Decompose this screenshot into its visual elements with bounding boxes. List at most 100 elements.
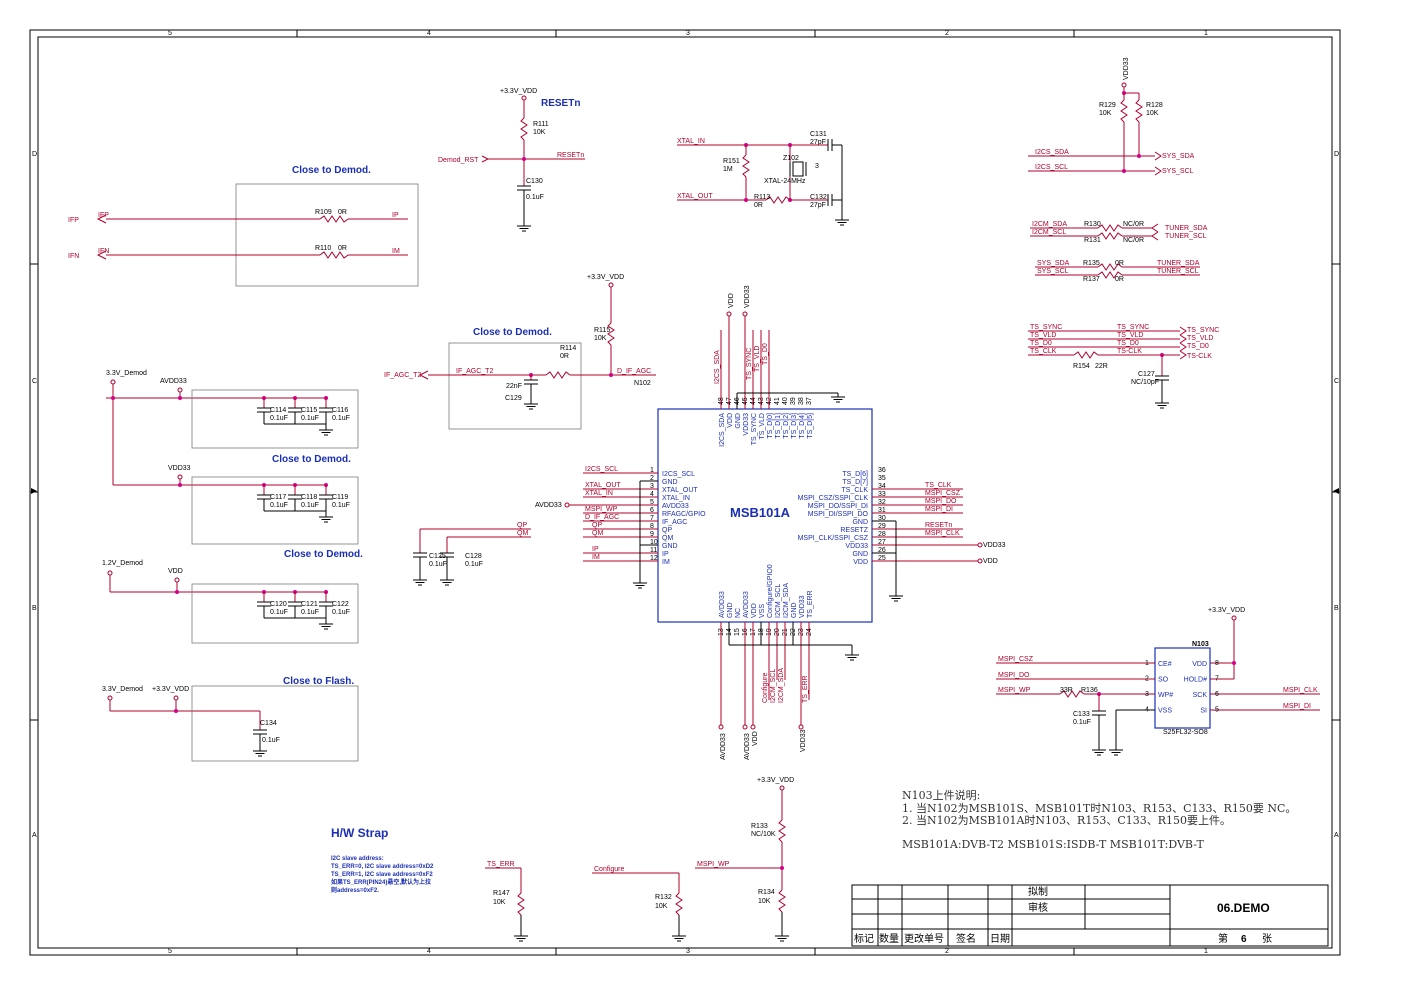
ts-m-3: TS-CLK xyxy=(1117,348,1142,355)
r136-ref: R136 xyxy=(1081,687,1098,694)
r110-ref: R110 xyxy=(315,245,331,252)
net-tuner-sda: TUNER_SDA xyxy=(1165,225,1208,232)
if-agc-block: +3.3V_VDD R115 10K Close to Demod. IF_AG… xyxy=(384,274,656,430)
flash-pin-number: 6 xyxy=(1215,691,1219,698)
flash-rnet-0: MSPI_CLK xyxy=(1283,687,1318,694)
net-if-agc-t2: IF_AGC_T2 xyxy=(384,372,421,379)
chip-pin-number: 38 xyxy=(798,397,805,405)
chip-pin-name: TS_D[1] xyxy=(775,413,782,439)
cap-ref: C114 xyxy=(270,407,286,414)
chip-pin-name: AVDD33 xyxy=(662,503,689,510)
chip-pin-name: RESETZ xyxy=(840,527,868,534)
flash-pin-number: 7 xyxy=(1215,676,1219,683)
chip-pin-name: I2CS_SCL xyxy=(662,471,695,478)
chip-pin-number: 37 xyxy=(806,397,813,405)
chip-pin-name: TS_D[0] xyxy=(767,413,774,439)
net-qp-left: QP xyxy=(517,522,527,529)
close-demod-title-3: Close to Demod. xyxy=(272,454,351,465)
net-sys-scl-out: SYS_SCL xyxy=(1162,168,1194,175)
chip-pin-name: IF_AGC xyxy=(662,519,687,526)
cap-ref: C134 xyxy=(260,720,277,727)
crystal-block: XTAL_IN R151 1M XTAL_OUT R113 0R Z102 3 … xyxy=(677,131,849,226)
tb-label-1: 数量 xyxy=(879,932,899,945)
r147-value: 10K xyxy=(493,899,506,906)
chip-pin-number: 3 xyxy=(650,483,654,490)
decoup-p1-label: 3.3V_Demod xyxy=(106,370,147,377)
cap-ref: C121 xyxy=(301,601,318,608)
hw-strap-note-line: TS_ERR=1, I2C slave address=0xF2 xyxy=(331,872,433,878)
net-qm-chip: QM xyxy=(592,530,603,537)
chip-pin-number: 40 xyxy=(782,397,789,405)
cap-ref: C119 xyxy=(332,494,348,501)
chip-pin-name: GND xyxy=(852,519,868,526)
r136-value: 33R xyxy=(1060,687,1073,694)
c131-value: 27pF xyxy=(810,139,826,146)
border-row-right: B xyxy=(1334,605,1339,612)
cap-ref: C116 xyxy=(332,407,348,414)
r109-value: 0R xyxy=(338,209,347,216)
net-tuner-scl-sys: TUNER_SCL xyxy=(1157,268,1199,275)
hw-strap-note-line: 则address=0xF2. xyxy=(331,886,379,894)
c130-value: 0.1uF xyxy=(526,194,544,201)
flash-pin-name: WP# xyxy=(1158,692,1173,699)
n102-ref: N102 xyxy=(634,380,651,387)
close-demod-title-2: Close to Demod. xyxy=(473,327,552,338)
flash-pin-name: HOLD# xyxy=(1184,677,1207,684)
net-mspi-do-chip: MSPI_DO xyxy=(925,498,957,505)
r115-value: 10K xyxy=(594,335,607,342)
net-resetn: RESETn xyxy=(557,152,584,159)
decoup-p2-label: VDD33 xyxy=(168,465,191,472)
border-row-left: C xyxy=(32,378,37,385)
avdd33-bottom-1: AVDD33 xyxy=(720,733,727,760)
cap-value: 0.1uF xyxy=(301,415,319,422)
c128-ref: C128 xyxy=(465,553,482,560)
cap-value: 0.1uF xyxy=(332,415,350,422)
chip-pin-name: TS_D[3] xyxy=(791,413,798,439)
ts-o-3: TS-CLK xyxy=(1187,353,1212,360)
chip-pin-number: 31 xyxy=(878,507,886,514)
chip-pin-name: GND xyxy=(727,602,734,618)
reset-block: +3.3V_VDD RESETn R111 10K Demod_RST RESE… xyxy=(438,88,585,232)
decoup-n4-label: +3.3V_VDD xyxy=(152,686,189,693)
net-mspi-wp-strap: MSPI_WP xyxy=(697,861,730,868)
decoup-p3-label: 1.2V_Demod xyxy=(102,560,143,567)
net-im: IM xyxy=(392,248,400,255)
c127-value: NC/10pF xyxy=(1131,379,1159,386)
r131-value: NC/0R xyxy=(1123,237,1144,244)
chip-pin-name: VDD xyxy=(727,413,734,428)
chip-pin-name: TS_CLK xyxy=(842,487,869,494)
r115-ref: R115 xyxy=(594,327,610,334)
vdd33-bottom: VDD33 xyxy=(800,729,807,752)
chip-right-connections: TS_CLK MSPI_CSZ MSPI_DO MSPI_DI RESETn M… xyxy=(872,482,1006,602)
agc-power-label: +3.3V_VDD xyxy=(587,274,624,281)
flash-pin-name: CE# xyxy=(1158,661,1172,668)
decoup-n1-label: AVDD33 xyxy=(160,378,187,385)
chip-pin-number: 35 xyxy=(878,475,886,482)
chip-pin-name: GND xyxy=(662,479,678,486)
notes-title: N103上件说明: xyxy=(902,788,980,802)
net-d-if-agc-chip: D_IF_AGC xyxy=(585,514,619,521)
net-configure-strap: Configure xyxy=(594,866,624,873)
chip-pin-name: QP xyxy=(662,527,672,534)
c129-ref: C129 xyxy=(505,395,522,402)
c133-ref: C133 xyxy=(1073,711,1090,718)
r135-ref: R135 xyxy=(1083,260,1100,267)
chip-pin-name: XTAL_OUT xyxy=(662,487,698,494)
flash-power-label: +3.3V_VDD xyxy=(1208,607,1245,614)
chip-pin-number: 25 xyxy=(878,555,886,562)
ts-o-2: TS_D0 xyxy=(1187,343,1209,350)
chip-pin-number: 33 xyxy=(878,491,886,498)
r151-ref: R151 xyxy=(723,158,740,165)
chip-pin-number: 9 xyxy=(650,531,654,538)
chip-pin-number: 28 xyxy=(878,531,886,538)
c125-value: 0.1uF xyxy=(429,561,447,568)
flash-part: S25FL32-SO8 xyxy=(1163,729,1208,736)
chip-pin-number: 36 xyxy=(878,467,886,474)
chip-pin-name: RFAGC/GPIO xyxy=(662,511,706,518)
net-i2cs-scl-right: I2CS_SCL xyxy=(1035,164,1068,171)
